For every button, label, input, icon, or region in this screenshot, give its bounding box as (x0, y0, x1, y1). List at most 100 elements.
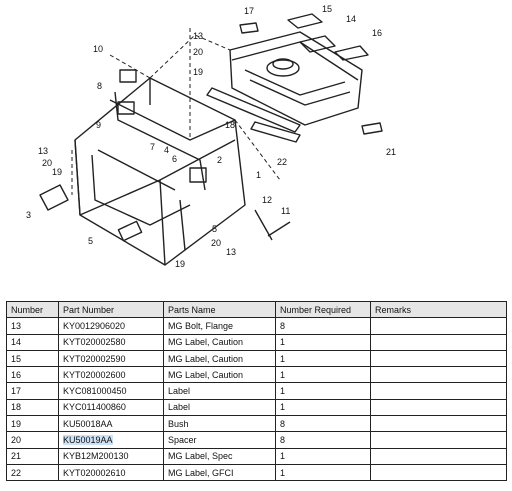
callout-14: 14 (346, 14, 356, 24)
label-17-shape (239, 22, 259, 34)
label-16-shape (334, 45, 369, 61)
cell-parts-name: MG Label, Caution (163, 349, 276, 368)
cell-number: 14 (6, 333, 59, 351)
cell-number: 19 (6, 415, 59, 433)
frame (74, 77, 246, 266)
callout-2: 2 (217, 155, 222, 165)
cell-parts-name: MG Bolt, Flange (163, 317, 276, 335)
cell-part-number: KYC011400860 (58, 398, 164, 417)
callout-6: 6 (172, 154, 177, 164)
callout-20-top: 20 (193, 47, 203, 57)
table-row: 14 KYT020002580 MG Label, Caution 1 (6, 333, 507, 351)
table-row: 13 KY0012906020 MG Bolt, Flange 8 (6, 317, 507, 335)
cell-part-number: KU50018AA (58, 415, 164, 433)
cell-part-number: KYC081000450 (58, 382, 164, 400)
cell-qty: 8 (275, 317, 371, 335)
cell-remarks (370, 366, 507, 384)
callout-20-left: 20 (42, 158, 52, 168)
cell-qty: 1 (275, 398, 371, 417)
cell-part-number: KY0012906020 (58, 317, 164, 335)
label-21-shape (361, 122, 383, 135)
cell-qty: 1 (275, 382, 371, 400)
cell-qty: 1 (275, 447, 371, 465)
callout-13-top: 13 (193, 31, 203, 41)
parts-table: Number Part Number Parts Name Number Req… (6, 300, 507, 482)
callout-3: 3 (26, 210, 31, 220)
table-row: 22 KYT020002610 MG Label, GFCI 1 (6, 463, 507, 482)
cell-number: 22 (6, 463, 59, 482)
cell-parts-name: MG Label, Caution (163, 366, 276, 384)
callout-19-top: 19 (193, 67, 203, 77)
callout-20-right: 20 (211, 238, 221, 248)
cell-part-number: KYT020002590 (58, 349, 164, 368)
callout-5-left: 5 (88, 236, 93, 246)
cell-part-number: KYT020002580 (58, 333, 164, 351)
header-remarks: Remarks (370, 300, 507, 319)
cell-remarks (370, 382, 507, 400)
callout-1: 1 (256, 170, 261, 180)
cell-parts-name: MG Label, Caution (163, 333, 276, 351)
header-number-required: Number Required (275, 300, 371, 319)
cell-part-number: KYB12M200130 (58, 447, 164, 465)
cell-parts-name: MG Label, Spec (163, 447, 276, 465)
callout-13-left: 13 (38, 146, 48, 156)
bracket-3-shape (39, 184, 69, 211)
table-row: 21 KYB12M200130 MG Label, Spec 1 (6, 447, 507, 465)
cell-part-number: KYT020002610 (58, 463, 164, 482)
label-14-shape (299, 35, 336, 53)
cell-qty: 1 (275, 366, 371, 384)
cell-parts-name: Label (163, 398, 276, 417)
cell-qty: 8 (275, 431, 371, 449)
fuel-tank (229, 31, 363, 126)
callout-19-left: 19 (52, 167, 62, 177)
cell-qty: 1 (275, 463, 371, 482)
cell-remarks (370, 317, 507, 335)
cell-part-number-highlighted: KU50019AA (58, 431, 164, 449)
callout-12: 12 (262, 195, 272, 205)
label-15-shape (287, 13, 323, 29)
callout-labels: 17 15 14 16 13 20 19 10 8 9 18 21 22 7 4… (26, 4, 396, 269)
table-row: 18 KYC011400860 Label 1 (6, 398, 507, 417)
header-parts-name: Parts Name (163, 300, 276, 319)
highlighted-part-number[interactable]: KU50019AA (63, 435, 113, 446)
cell-remarks (370, 463, 507, 482)
table-row: 17 KYC081000450 Label 1 (6, 382, 507, 400)
cell-number: 17 (6, 382, 59, 400)
callout-16: 16 (372, 28, 382, 38)
label-18-shape (206, 87, 301, 133)
cell-number: 16 (6, 366, 59, 384)
cell-parts-name: Bush (163, 415, 276, 433)
cell-parts-name: MG Label, GFCI (163, 463, 276, 482)
cell-remarks (370, 447, 507, 465)
cell-qty: 8 (275, 415, 371, 433)
callout-18: 18 (225, 120, 235, 130)
exploded-parts-diagram: 17 15 14 16 13 20 19 10 8 9 18 21 22 7 4… (26, 4, 396, 269)
cell-part-number: KYT020002600 (58, 366, 164, 384)
callout-9: 9 (96, 120, 101, 130)
table-row: 20 KU50019AA Spacer 8 (6, 431, 507, 449)
callout-4: 4 (164, 145, 169, 155)
cell-remarks (370, 398, 507, 417)
table-row: 15 KYT020002590 MG Label, Caution 1 (6, 349, 507, 368)
cell-number: 13 (6, 317, 59, 335)
cell-remarks (370, 349, 507, 368)
callout-7: 7 (150, 142, 155, 152)
cell-qty: 1 (275, 333, 371, 351)
cell-parts-name: Spacer (163, 431, 276, 449)
cell-number: 21 (6, 447, 59, 465)
callout-15: 15 (322, 4, 332, 14)
callout-22: 22 (277, 157, 287, 167)
diagram-drawing: 17 15 14 16 13 20 19 10 8 9 18 21 22 7 4… (26, 4, 396, 269)
callout-13-right: 13 (226, 247, 236, 257)
header-number: Number (6, 300, 59, 319)
label-22-shape (250, 121, 301, 143)
callout-8: 8 (97, 81, 102, 91)
callout-11: 11 (281, 206, 290, 216)
callout-21: 21 (386, 147, 396, 157)
callout-19-bottom: 19 (175, 259, 185, 269)
table-header-row: Number Part Number Parts Name Number Req… (6, 300, 507, 319)
table-row: 19 KU50018AA Bush 8 (6, 415, 507, 433)
cell-qty: 1 (275, 349, 371, 368)
cell-number: 18 (6, 398, 59, 417)
callout-5-right: 5 (212, 224, 217, 234)
